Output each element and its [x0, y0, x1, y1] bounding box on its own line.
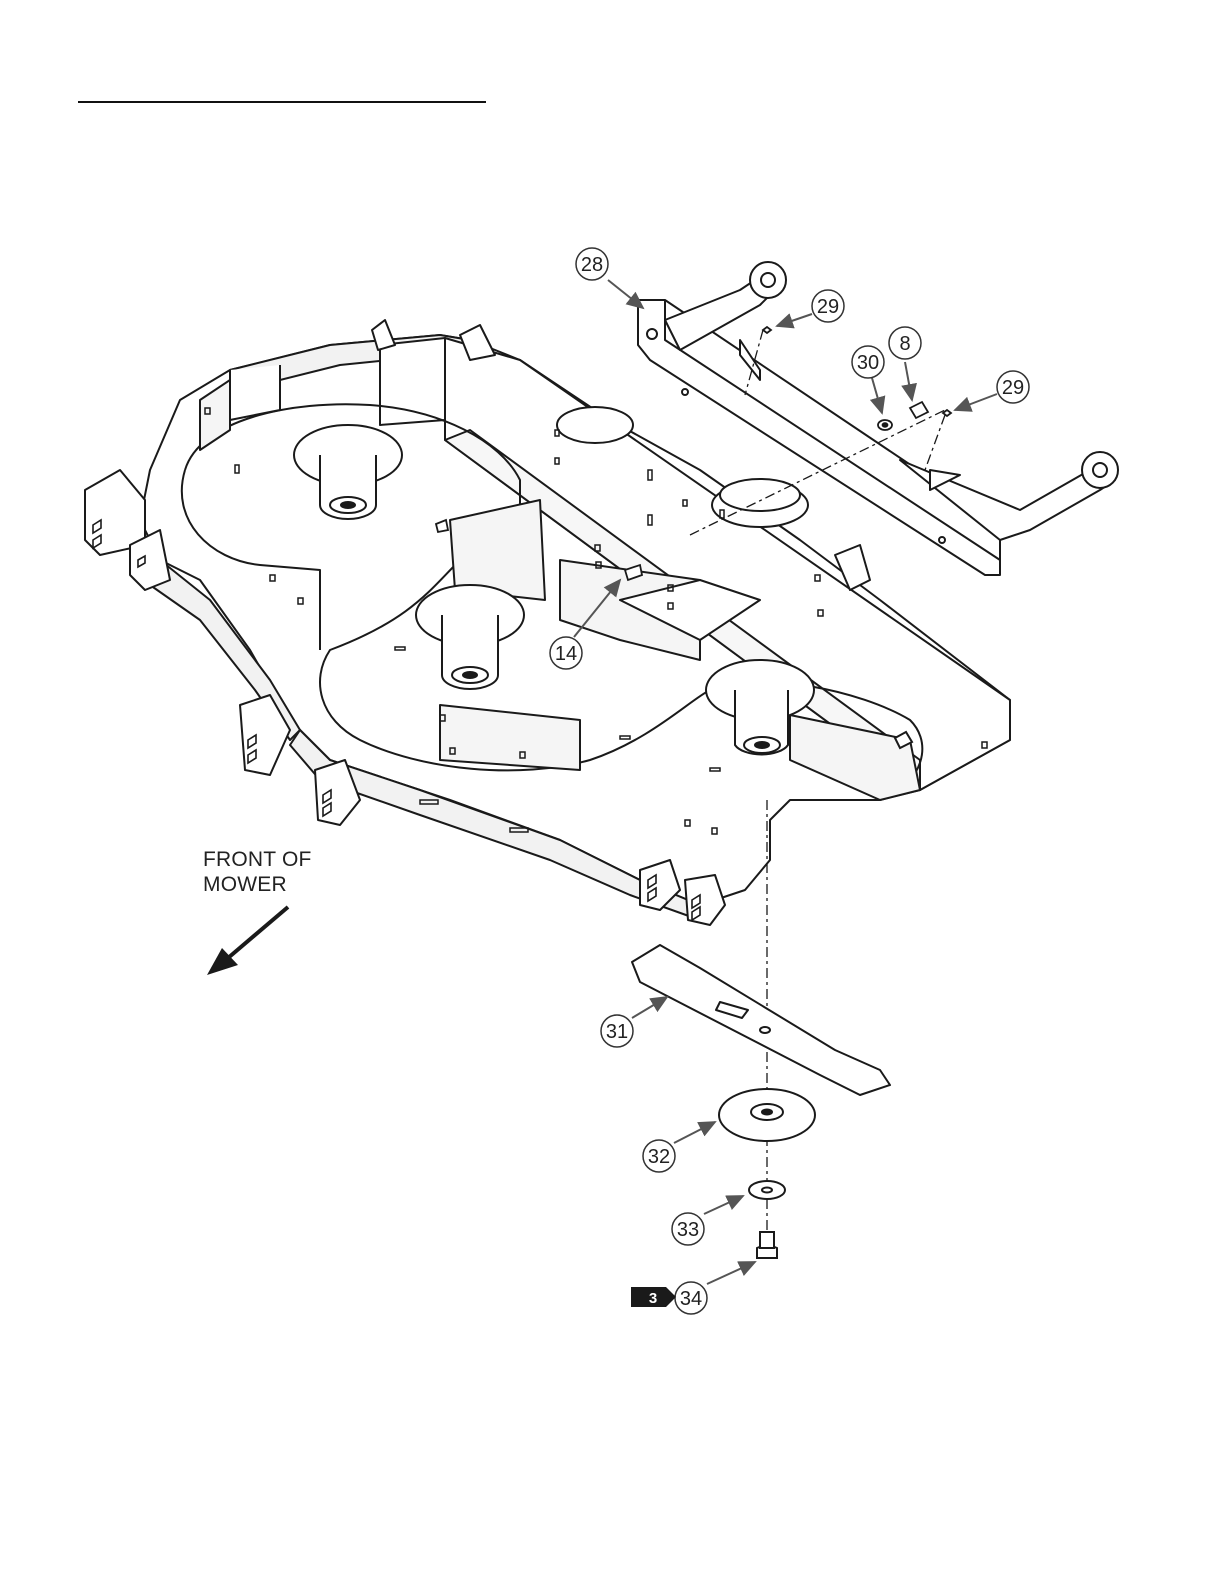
- front-direction: FRONT OF MOWER: [203, 848, 312, 975]
- svg-text:30: 30: [857, 352, 879, 374]
- callout-29-upper: 29: [812, 290, 844, 322]
- callout-32: 32: [643, 1140, 675, 1172]
- callout-29-lower: 29: [997, 371, 1029, 403]
- callout-34: 34: [675, 1282, 707, 1314]
- svg-text:33: 33: [677, 1219, 699, 1241]
- callout-33: 33: [672, 1213, 704, 1245]
- svg-text:8: 8: [899, 333, 910, 355]
- svg-text:14: 14: [555, 643, 577, 665]
- bolt: [757, 1232, 777, 1258]
- svg-text:28: 28: [581, 254, 603, 276]
- callout-31: 31: [601, 1015, 633, 1047]
- blade-adapter: [719, 1089, 815, 1141]
- callout-8: 8: [889, 327, 921, 359]
- callout-30: 30: [852, 346, 884, 378]
- blade: [632, 945, 890, 1095]
- reference-badge: 3: [631, 1287, 676, 1307]
- front-label-line2: MOWER: [203, 873, 287, 896]
- front-label-line1: FRONT OF: [203, 848, 312, 871]
- svg-text:32: 32: [648, 1146, 670, 1168]
- reference-badge-label: 3: [649, 1290, 657, 1307]
- svg-text:31: 31: [606, 1021, 628, 1043]
- svg-text:29: 29: [1002, 377, 1024, 399]
- callout-28: 28: [576, 248, 608, 280]
- svg-text:29: 29: [817, 296, 839, 318]
- svg-text:34: 34: [680, 1288, 702, 1310]
- washer: [749, 1181, 785, 1199]
- callout-14: 14: [550, 637, 582, 669]
